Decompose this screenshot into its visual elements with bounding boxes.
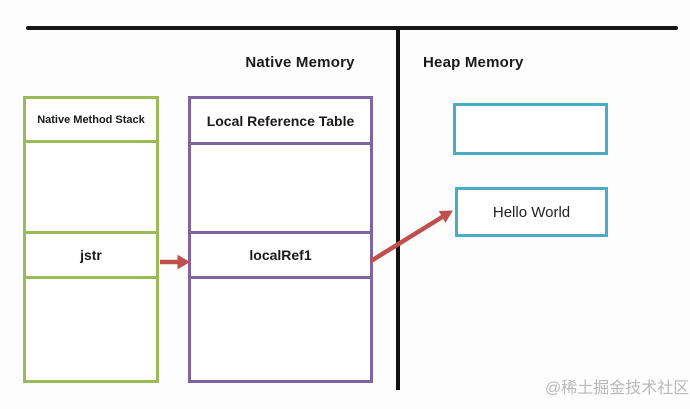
stack-empty-slot bbox=[26, 143, 156, 234]
arrow-jstr-to-localref1 bbox=[160, 254, 190, 270]
heap-object-empty-box bbox=[453, 103, 608, 155]
watermark-text: @稀土掘金技术社区 bbox=[545, 380, 690, 397]
stack-empty-slot bbox=[26, 279, 156, 380]
native-heap-divider-line bbox=[396, 28, 400, 390]
local-reference-table: Local Reference Table localRef1 bbox=[188, 96, 373, 383]
heap-object-hello-world-box: Hello World bbox=[455, 187, 608, 237]
top-boundary-line bbox=[26, 26, 678, 30]
native-method-stack-table: Native Method Stack jstr bbox=[23, 96, 159, 383]
reference-slot-localref1: localRef1 bbox=[191, 234, 370, 279]
native-memory-title: Native Memory bbox=[245, 54, 355, 71]
reference-empty-slot bbox=[191, 145, 370, 234]
reference-empty-slot bbox=[191, 279, 370, 380]
native-method-stack-title: Native Method Stack bbox=[26, 99, 156, 143]
heap-memory-title: Heap Memory bbox=[423, 54, 524, 71]
local-reference-table-title: Local Reference Table bbox=[191, 99, 370, 145]
stack-slot-jstr: jstr bbox=[26, 234, 156, 279]
arrow-localref1-to-helloworld bbox=[369, 210, 453, 263]
